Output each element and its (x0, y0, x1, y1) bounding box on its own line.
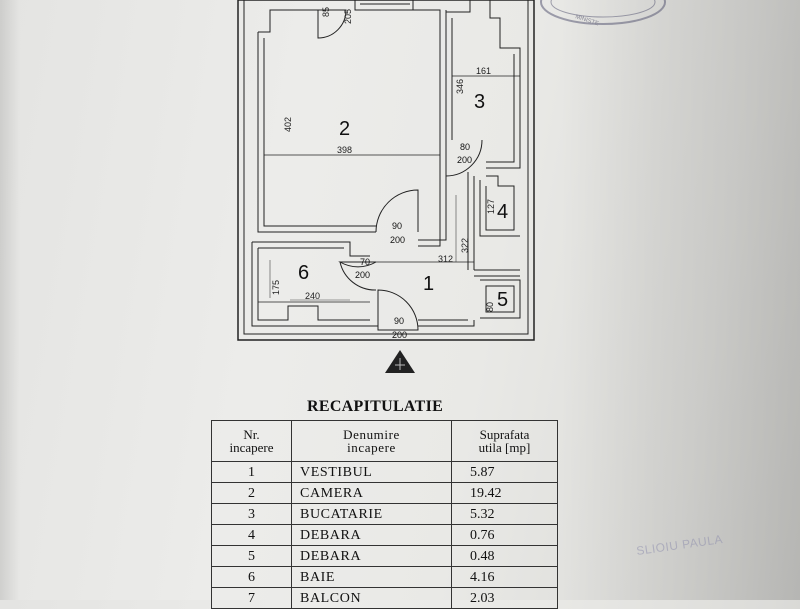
header-area-line1: Suprafata (479, 427, 530, 442)
row-area: 0.76 (451, 524, 558, 546)
door-label-height: 200 (355, 270, 370, 280)
row-name: BAIE (291, 566, 452, 588)
dim-398: 398 (337, 145, 352, 155)
exterior-walls (237, 0, 535, 341)
room-number-4: 4 (497, 201, 508, 223)
door-label-height: 200 (390, 235, 405, 245)
header-nr-line2: incapere (229, 440, 274, 455)
row-nr: 4 (211, 524, 292, 546)
row-name: DEBARA (291, 545, 452, 567)
row-nr: 5 (211, 545, 292, 567)
entrance-arrow-icon (385, 350, 415, 373)
room-number-3: 3 (474, 91, 485, 113)
dim-240: 240 (305, 291, 320, 301)
room-number-6: 6 (298, 262, 309, 284)
table-row: 1 VESTIBUL 5.87 (211, 461, 558, 483)
paper-fold-shadow (0, 0, 20, 600)
row-area: 5.87 (451, 461, 558, 483)
door-label-height: 200 (392, 330, 407, 340)
recap-table: Nr. incapere Denumire incapere Suprafata… (211, 420, 558, 609)
row-name: DEBARA (291, 524, 452, 546)
row-name: CAMERA (291, 482, 452, 504)
dim-205: 205 (343, 9, 353, 24)
row-name: BALCON (291, 587, 452, 609)
table-row: 4 DEBARA 0.76 (211, 524, 558, 546)
recap-title: RECAPITULATIE (307, 398, 444, 415)
row-name: BUCATARIE (291, 503, 452, 525)
dim-322: 322 (460, 238, 470, 253)
dim-161: 161 (476, 66, 491, 76)
door-label-height: 200 (457, 155, 472, 165)
row-nr: 1 (211, 461, 292, 483)
dim-175: 175 (271, 280, 281, 295)
dim-346: 346 (455, 79, 465, 94)
door-label-width: 90 (394, 316, 404, 326)
door-label-width: 90 (392, 221, 402, 231)
row-nr: 7 (211, 587, 292, 609)
door-swings (317, 9, 483, 331)
header-area: Suprafata utila [mp] (451, 420, 558, 462)
table-row: 7 BALCON 2.03 (211, 587, 558, 609)
room-number-5: 5 (497, 289, 508, 311)
door-label-width: 70 (360, 257, 370, 267)
row-name: VESTIBUL (291, 461, 452, 483)
dim-402: 402 (283, 117, 293, 132)
header-name: Denumire incapere (291, 420, 452, 462)
official-stamp: MINISTE (540, 0, 666, 27)
room-number-1: 1 (423, 273, 434, 295)
row-area: 19.42 (451, 482, 558, 504)
row-nr: 6 (211, 566, 292, 588)
table-row: 6 BAIE 4.16 (211, 566, 558, 588)
row-area: 0.48 (451, 545, 558, 567)
signature-stamp: SLIOIU PAULA (635, 532, 724, 558)
header-nr: Nr. incapere (211, 420, 292, 462)
header-nr-line1: Nr. (243, 427, 260, 442)
table-row: 3 BUCATARIE 5.32 (211, 503, 558, 525)
table-header-row: Nr. incapere Denumire incapere Suprafata… (211, 420, 558, 462)
room-number-2: 2 (339, 118, 350, 140)
row-area: 2.03 (451, 587, 558, 609)
door-label-width: 80 (460, 142, 470, 152)
dim-127: 127 (486, 199, 496, 214)
interior-walls (251, 0, 521, 327)
table-row: 5 DEBARA 0.48 (211, 545, 558, 567)
row-nr: 3 (211, 503, 292, 525)
header-name-line1: Denumire (343, 427, 400, 442)
row-area: 4.16 (451, 566, 558, 588)
row-area: 5.32 (451, 503, 558, 525)
dim-80: 80 (485, 302, 495, 312)
dim-312: 312 (438, 254, 453, 264)
floor-plan: MINISTE (237, 0, 666, 373)
header-area-line2: utila [mp] (478, 440, 531, 455)
dim-85: 85 (321, 7, 331, 17)
table-row: 2 CAMERA 19.42 (211, 482, 558, 504)
row-nr: 2 (211, 482, 292, 504)
dimension-lines (269, 195, 457, 301)
header-name-line2: incapere (347, 440, 396, 455)
